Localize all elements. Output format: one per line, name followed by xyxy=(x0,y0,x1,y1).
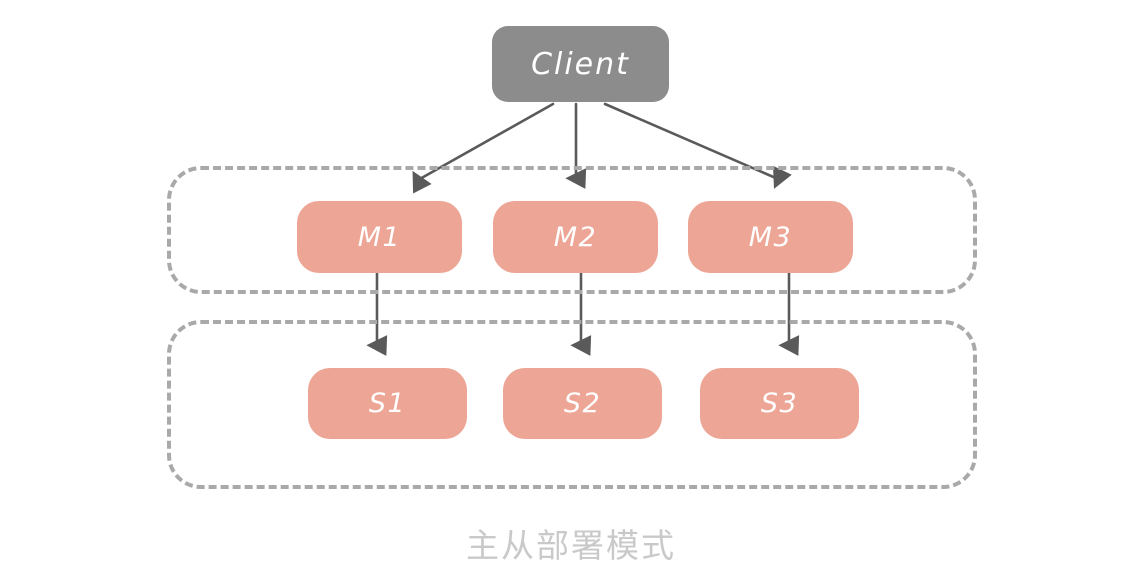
node-m2[interactable]: M2 xyxy=(493,201,658,273)
masters-group-container xyxy=(167,166,977,294)
node-s1[interactable]: S1 xyxy=(308,368,467,439)
slaves-group-container xyxy=(167,320,977,489)
node-s3-label: S3 xyxy=(760,388,799,419)
node-s2[interactable]: S2 xyxy=(503,368,662,439)
node-m1[interactable]: M1 xyxy=(297,201,462,273)
node-m3[interactable]: M3 xyxy=(688,201,853,273)
node-s3[interactable]: S3 xyxy=(700,368,859,439)
node-m3-label: M3 xyxy=(748,221,793,253)
node-s1-label: S1 xyxy=(368,388,407,419)
node-m2-label: M2 xyxy=(553,221,598,253)
node-client-label: Client xyxy=(531,46,630,82)
node-s2-label: S2 xyxy=(563,388,602,419)
node-m1-label: M1 xyxy=(357,221,402,253)
diagram-caption: 主从部署模式 xyxy=(466,526,676,565)
node-client[interactable]: Client xyxy=(492,26,669,102)
